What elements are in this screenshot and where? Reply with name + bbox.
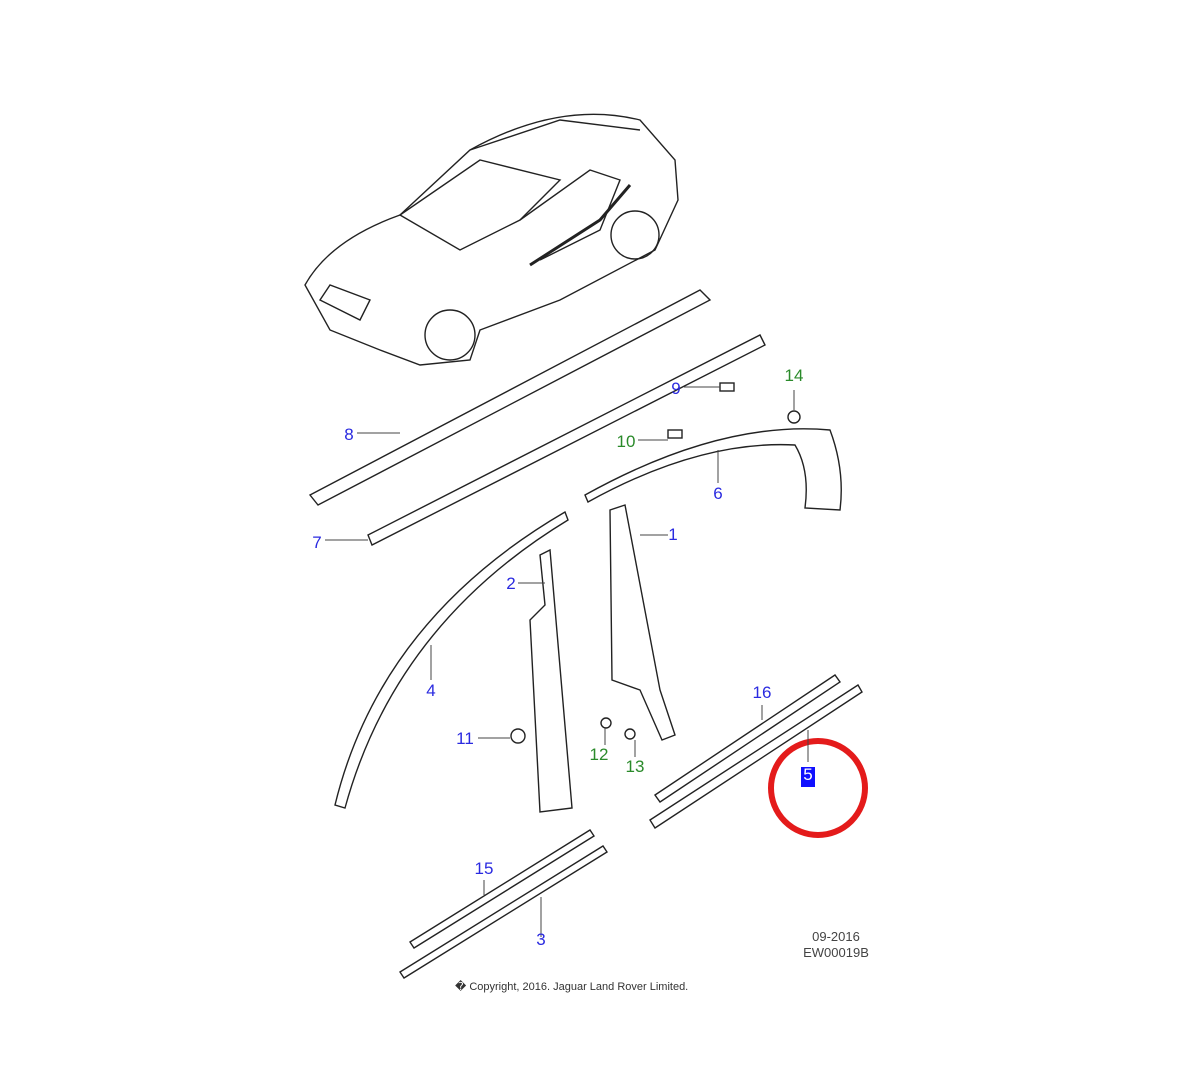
- part-2: [529, 548, 573, 813]
- part-15: [409, 829, 595, 949]
- callout-6[interactable]: 6: [713, 484, 722, 503]
- callout-2[interactable]: 2: [506, 574, 515, 593]
- copyright-text: � Copyright, 2016. Jaguar Land Rover Lim…: [455, 981, 689, 993]
- part-16: [654, 674, 841, 803]
- callout-15[interactable]: 15: [475, 859, 494, 878]
- callout-13[interactable]: 13: [626, 757, 645, 776]
- callout-7[interactable]: 7: [312, 533, 321, 552]
- car-illustration: [304, 113, 679, 366]
- callout-10[interactable]: 10: [617, 432, 636, 451]
- part-1: [609, 504, 676, 741]
- part-4: [334, 510, 569, 809]
- part-6: [584, 428, 842, 511]
- diagram-code: EW00019B: [803, 945, 869, 960]
- callout-11[interactable]: 11: [456, 729, 474, 748]
- trim-parts: [308, 289, 863, 979]
- part-3: [399, 845, 608, 979]
- part-5: [649, 684, 863, 829]
- callout-1[interactable]: 1: [668, 525, 677, 544]
- diagram-date: 09-2016: [812, 929, 860, 944]
- callout-3[interactable]: 3: [536, 930, 545, 949]
- callout-9[interactable]: 9: [671, 379, 680, 398]
- part-8: [308, 289, 712, 506]
- part-7: [367, 334, 766, 546]
- callout-highlight-5: [801, 767, 815, 787]
- highlight-circle: [768, 738, 868, 838]
- callout-5[interactable]: 5: [803, 765, 812, 784]
- callout-4[interactable]: 4: [426, 681, 435, 700]
- callout-8[interactable]: 8: [344, 425, 353, 444]
- callout-14[interactable]: 14: [785, 366, 804, 385]
- callout-12[interactable]: 12: [590, 745, 609, 764]
- diagram-meta: 09-2016 EW00019B: [795, 929, 877, 961]
- callout-16[interactable]: 16: [753, 683, 772, 702]
